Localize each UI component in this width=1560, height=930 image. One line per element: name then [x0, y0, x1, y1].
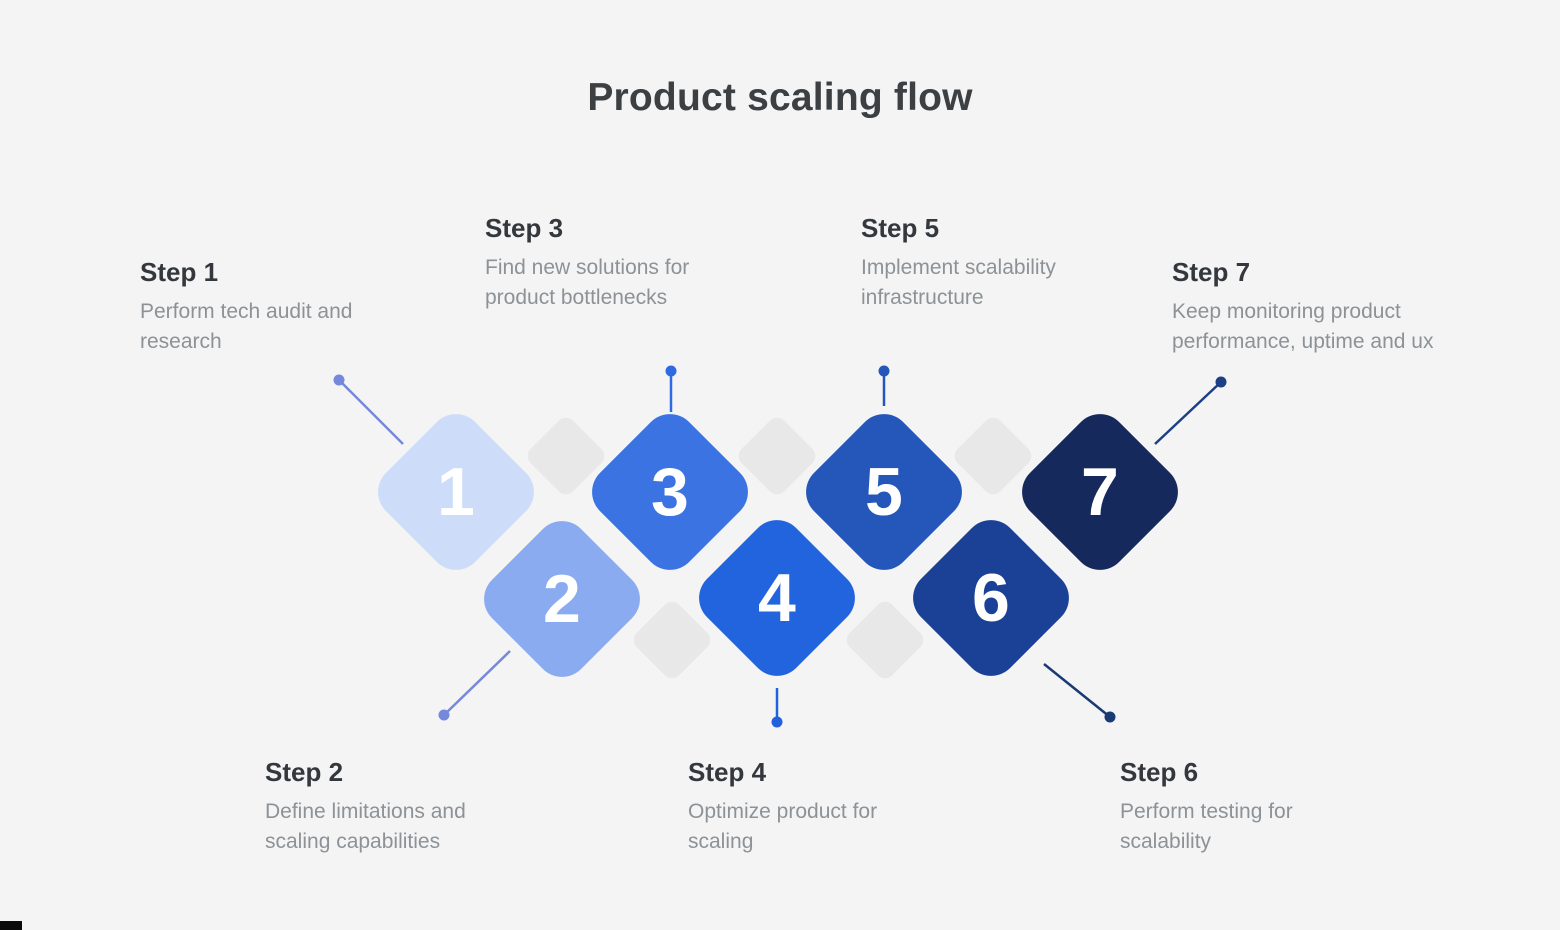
step-4-number: 4	[758, 559, 796, 636]
step-4-text-block: Step 4 Optimize product for scaling	[688, 756, 893, 857]
connector-dot-step6	[1104, 711, 1116, 723]
step-6-label: Step 6	[1120, 757, 1199, 787]
step-1-text-block: Step 1 Perform tech audit and research	[140, 256, 395, 357]
step-6-description: Perform testing for scalability	[1120, 800, 1293, 853]
step-2-number: 2	[543, 560, 581, 637]
connector-dot-step1	[333, 374, 345, 386]
step-7-text-block: Step 7 Keep monitoring product performan…	[1172, 256, 1477, 357]
step-3-description: Find new solutions for product bottlenec…	[485, 256, 690, 309]
step-1-label: Step 1	[140, 257, 219, 287]
connector-dot-step3	[665, 365, 677, 377]
diagram-title: Product scaling flow	[587, 76, 973, 119]
connector-dot-step5	[878, 365, 890, 377]
connector-dot-step2	[438, 709, 450, 721]
step-1-description: Perform tech audit and research	[140, 300, 353, 353]
step-5-text-block: Step 5 Implement scalability infrastruct…	[861, 212, 1101, 313]
step-7-label: Step 7	[1172, 257, 1251, 287]
corner-artifact	[0, 921, 22, 930]
step-7-number: 7	[1081, 453, 1119, 530]
step-2-text-block: Step 2 Define limitations and scaling ca…	[265, 756, 513, 857]
step-6-number: 6	[972, 559, 1010, 636]
step-5-number: 5	[865, 453, 903, 530]
connector-line-step7	[1154, 381, 1222, 445]
step-3-number: 3	[651, 453, 689, 530]
step-2-label: Step 2	[265, 757, 344, 787]
connector-dot-step7	[1215, 376, 1227, 388]
step-4-description: Optimize product for scaling	[688, 800, 878, 853]
connector-line-step6	[1043, 663, 1111, 718]
step-4-label: Step 4	[688, 757, 767, 787]
step-5-label: Step 5	[861, 213, 940, 243]
step-6-text-block: Step 6 Perform testing for scalability	[1120, 756, 1335, 857]
step-2-description: Define limitations and scaling capabilit…	[265, 800, 466, 853]
connector-line-step1	[338, 379, 404, 445]
step-7-description: Keep monitoring product performance, upt…	[1172, 300, 1434, 353]
connector-line-step2	[443, 650, 511, 716]
step-3-text-block: Step 3 Find new solutions for product bo…	[485, 212, 733, 313]
step-3-label: Step 3	[485, 213, 564, 243]
connector-dot-step4	[771, 716, 783, 728]
step-1-number: 1	[437, 453, 475, 530]
step-5-description: Implement scalability infrastructure	[861, 256, 1056, 309]
